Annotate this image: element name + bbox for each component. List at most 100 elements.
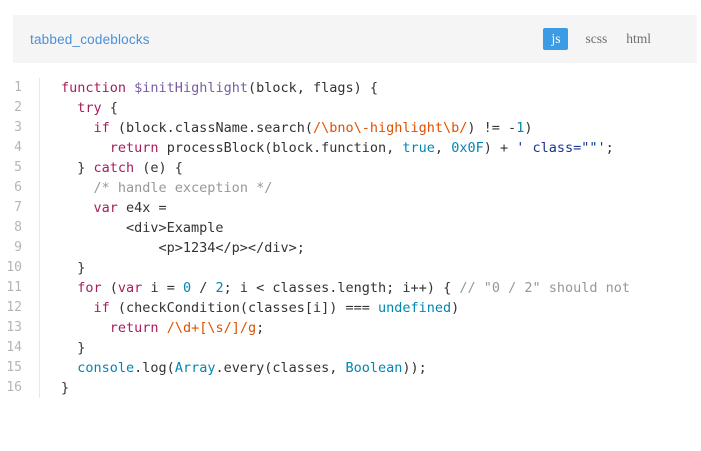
code-token [61, 120, 94, 136]
code-token: ) [451, 300, 460, 316]
code-line: function $initHighlight(block, flags) { [61, 78, 701, 98]
code-token: (block, flags) { [247, 80, 379, 96]
code-token: (checkCondition(classes[i]) === [109, 300, 378, 316]
code-line: } catch (e) { [61, 158, 701, 178]
code-token: <div>Example [61, 220, 224, 236]
widget-title: tabbed_codeblocks [30, 31, 150, 47]
line-number: 8 [14, 220, 22, 235]
code-token: , [434, 140, 452, 156]
code-token: for [77, 280, 102, 296]
code-line: <p>1234</p></div>; [61, 238, 701, 258]
code-line: try { [61, 98, 701, 118]
code-token: e4x = [117, 200, 167, 216]
code-token: var [93, 200, 118, 216]
code-token: .log( [134, 360, 175, 376]
code-token: } [61, 340, 86, 356]
code-token: (e) { [134, 160, 183, 176]
code-line: if (checkCondition(classes[i]) === undef… [61, 298, 701, 318]
code-token: /\bno\-highlight\b/ [312, 120, 468, 136]
code-line: <div>Example [61, 218, 701, 238]
line-number: 2 [14, 100, 22, 115]
line-number: 12 [6, 300, 22, 315]
line-number: 15 [6, 360, 22, 375]
code-line: } [61, 258, 701, 278]
code-line: console.log(Array.every(classes, Boolean… [61, 358, 701, 378]
code-token [61, 360, 77, 376]
code-token: } [61, 380, 70, 396]
code-line: var e4x = [61, 198, 701, 218]
code-token: return [109, 320, 159, 336]
code-token: /\d+[\s/]/g [166, 320, 257, 336]
code-token: /* handle exception */ [93, 180, 273, 196]
tab-js[interactable]: js [543, 28, 569, 50]
line-number: 13 [6, 320, 22, 335]
tab-html[interactable]: html [624, 28, 653, 50]
code-token: try [77, 100, 102, 116]
code-token [61, 180, 94, 196]
code-token: if [93, 300, 110, 316]
code-token: if [93, 120, 110, 136]
code-token: } [61, 260, 86, 276]
code-line: /* handle exception */ [61, 178, 701, 198]
code-token: ; [605, 140, 614, 156]
code-token [159, 320, 167, 336]
code-token: undefined [378, 300, 452, 316]
line-number: 5 [14, 160, 22, 175]
line-number: 11 [6, 280, 22, 295]
code-token: catch [93, 160, 135, 176]
code-line: } [61, 378, 701, 398]
code-token: processBlock(block.function, [158, 140, 403, 156]
code-token: function [61, 80, 127, 96]
code-token: <p>1234</p></div>; [61, 240, 305, 256]
code-token: return [109, 140, 159, 156]
code-token: // "0 / 2" should not [459, 280, 631, 296]
line-number: 16 [6, 380, 22, 395]
code-token: true [402, 140, 435, 156]
code-token: 1 [516, 120, 525, 136]
code-token: ) [524, 120, 533, 136]
code-token: ; [256, 320, 265, 336]
code-token [61, 300, 94, 316]
code-token: 2 [215, 280, 224, 296]
line-number: 9 [14, 240, 22, 255]
line-number: 3 [14, 120, 22, 135]
code-token: / [191, 280, 216, 296]
code-token [61, 280, 77, 296]
code-token [61, 100, 77, 116]
code-token: console [77, 360, 135, 376]
code-token: ( [101, 280, 118, 296]
tab-scss[interactable]: scss [583, 28, 609, 50]
code-token [61, 320, 110, 336]
code-content: function $initHighlight(block, flags) { … [40, 78, 701, 398]
line-number: 6 [14, 180, 22, 195]
code-token: ; i < classes.length; i++) { [223, 280, 460, 296]
code-token: 0 [182, 280, 192, 296]
code-token: Array [174, 360, 216, 376]
code-token: i = [142, 280, 183, 296]
code-token: { [101, 100, 118, 116]
line-number: 1 [14, 80, 22, 95]
code-token: .every(classes, [215, 360, 346, 376]
code-token: var [117, 280, 143, 296]
code-token: ) + [483, 140, 517, 156]
code-token: $initHighlight [134, 80, 248, 96]
code-token [61, 140, 110, 156]
code-token: )); [402, 360, 427, 376]
code-token [61, 200, 94, 216]
code-line: return /\d+[\s/]/g; [61, 318, 701, 338]
code-line: } [61, 338, 701, 358]
code-token: ) != - [467, 120, 517, 136]
line-number: 4 [14, 140, 22, 155]
code-token: 0x0F [451, 140, 484, 156]
line-number: 14 [6, 340, 22, 355]
code-token: Boolean [345, 360, 403, 376]
code-token: ' class=""' [516, 140, 606, 156]
line-number: 7 [14, 200, 22, 215]
code-line: for (var i = 0 / 2; i < classes.length; … [61, 278, 701, 298]
code-token: } [61, 160, 94, 176]
